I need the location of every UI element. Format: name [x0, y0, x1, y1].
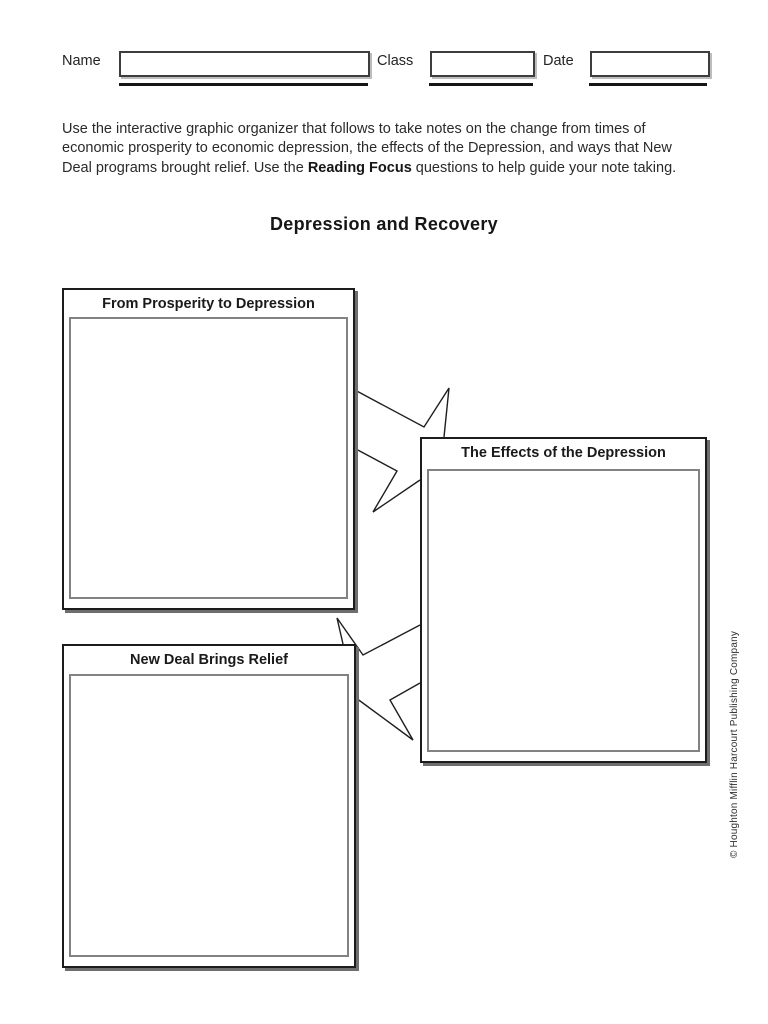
organizer-box-newdeal: New Deal Brings Relief: [62, 644, 356, 968]
class-label: Class: [377, 53, 414, 69]
instructions-text-2: questions to help guide your note taking…: [411, 159, 677, 176]
class-write-line: [429, 83, 533, 86]
page-title: Depression and Recovery: [270, 214, 498, 234]
instructions-paragraph: Use the interactive graphic organizer th…: [62, 120, 704, 179]
date-input[interactable]: [590, 51, 710, 77]
date-label: Date: [543, 53, 574, 69]
organizer-box-prosperity: From Prosperity to Depression: [62, 288, 355, 610]
notes-area-prosperity[interactable]: [69, 317, 348, 599]
name-input[interactable]: [119, 51, 370, 77]
organizer-box-prosperity-title: From Prosperity to Depression: [102, 296, 315, 312]
copyright-vertical-text: © Houghton Mifflin Harcourt Publishing C…: [729, 630, 740, 858]
organizer-box-effects-title: The Effects of the Depression: [461, 445, 666, 461]
instructions-bold-reading-focus: Reading Focus: [307, 159, 412, 176]
organizer-box-effects: The Effects of the Depression: [420, 437, 707, 763]
name-label: Name: [62, 53, 101, 69]
notes-area-effects[interactable]: [427, 469, 700, 752]
class-input[interactable]: [430, 51, 535, 77]
name-write-line: [119, 83, 368, 86]
date-write-line: [589, 83, 707, 86]
instructions-text-1: Use the interactive graphic organizer th…: [62, 120, 672, 176]
organizer-box-newdeal-title: New Deal Brings Relief: [130, 652, 288, 668]
notes-area-newdeal[interactable]: [69, 674, 349, 957]
